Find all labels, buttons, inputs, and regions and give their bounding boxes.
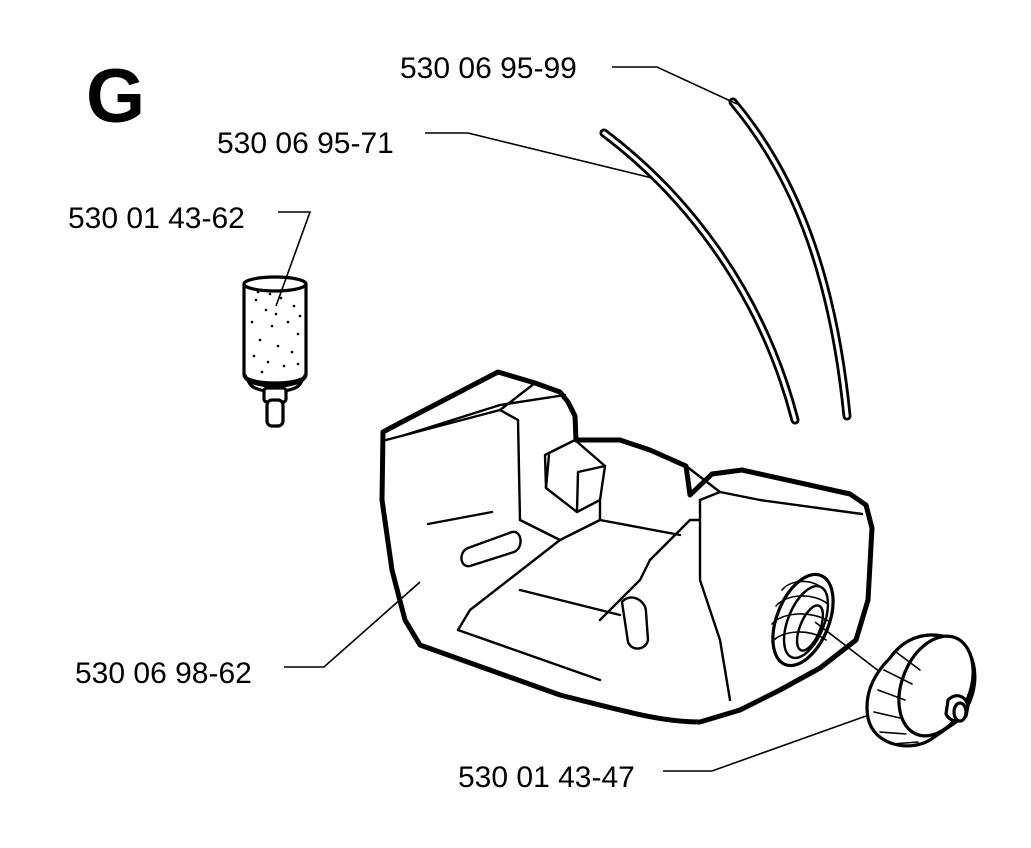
fuel-hose-long bbox=[728, 97, 852, 421]
tank-cap-drawing bbox=[865, 633, 977, 748]
section-letter: G bbox=[86, 54, 145, 139]
leader-hose-short bbox=[425, 132, 653, 179]
fuel-tank-drawing bbox=[379, 369, 875, 725]
part-label-fuel-filter: 530 01 43-62 bbox=[68, 202, 245, 235]
part-label-fuel-tank: 530 06 98-62 bbox=[75, 657, 252, 690]
leader-tank-cap bbox=[663, 715, 867, 772]
leader-hose-long bbox=[612, 66, 738, 105]
part-label-tank-cap: 530 01 43-47 bbox=[458, 761, 635, 794]
fuel-hose-short bbox=[599, 128, 800, 425]
leader-fuel-tank bbox=[284, 581, 421, 668]
part-label-hose-long: 530 06 95-99 bbox=[400, 52, 577, 85]
leader-cap-to-neck bbox=[814, 621, 881, 673]
fuel-filter-drawing bbox=[242, 275, 308, 428]
part-label-hose-short: 530 06 95-71 bbox=[217, 127, 394, 160]
leader-fuel-filter bbox=[275, 211, 312, 307]
